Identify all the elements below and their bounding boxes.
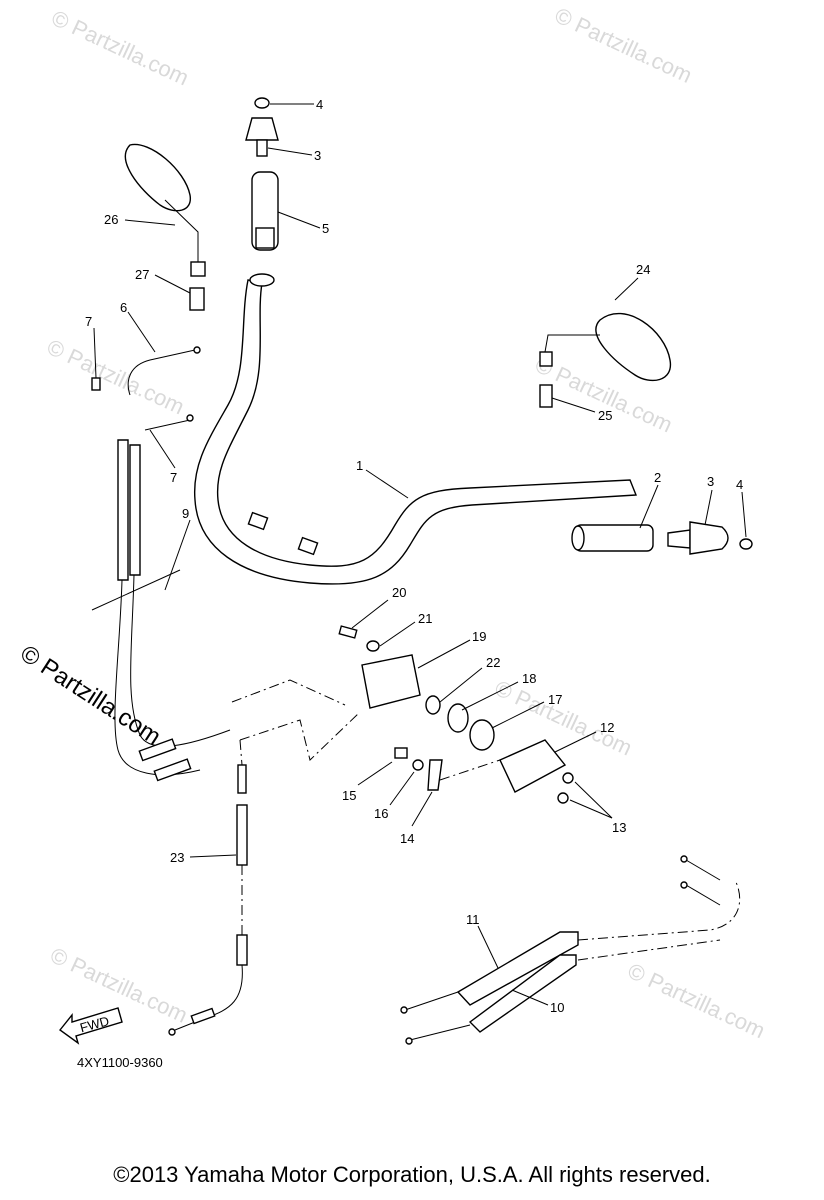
watermark: © Partzilla.com bbox=[551, 3, 696, 88]
callout-8: 7 bbox=[85, 314, 92, 329]
callout-7: 7 bbox=[170, 470, 177, 485]
callout-24: 24 bbox=[636, 262, 650, 277]
left-grip-assembly bbox=[245, 97, 279, 251]
callout-1: 1 bbox=[356, 458, 363, 473]
throttle-cables bbox=[91, 346, 231, 782]
callout-21: 21 bbox=[418, 611, 432, 626]
fwd-label: FWD bbox=[78, 1013, 110, 1035]
throttle-housing bbox=[231, 625, 574, 804]
copyright-notice: ©2013 Yamaha Motor Corporation, U.S.A. A… bbox=[113, 1162, 711, 1187]
callout-25: 25 bbox=[598, 408, 612, 423]
callout-4: 4 bbox=[316, 97, 323, 112]
watermark: © Partzilla.com bbox=[624, 958, 769, 1043]
callout-2: 2 bbox=[654, 470, 661, 485]
callout-15: 15 bbox=[342, 788, 356, 803]
diagram-code: 4XY1100-9360 bbox=[77, 1055, 163, 1070]
callout-19: 19 bbox=[472, 629, 486, 644]
right-mirror bbox=[539, 313, 672, 408]
callout-18: 18 bbox=[522, 671, 536, 686]
callout-12: 12 bbox=[600, 720, 614, 735]
left-mirror bbox=[124, 143, 206, 311]
callout-10: 10 bbox=[550, 1000, 564, 1015]
callout-9: 9 bbox=[182, 506, 189, 521]
callout-20: 20 bbox=[392, 585, 406, 600]
callout-13: 13 bbox=[612, 820, 626, 835]
right-grip-assembly bbox=[571, 521, 753, 555]
watermark: © Partzilla.com bbox=[43, 334, 188, 419]
callout-22: 22 bbox=[486, 655, 500, 670]
callout-11: 11 bbox=[466, 912, 480, 927]
callout-23: 23 bbox=[170, 850, 184, 865]
watermark: © Partzilla.com bbox=[48, 5, 193, 90]
callout-4-right: 4 bbox=[736, 477, 743, 492]
fwd-arrow-icon: FWD bbox=[58, 1007, 123, 1045]
clutch-cable bbox=[168, 739, 248, 1036]
lower-cables bbox=[400, 855, 741, 1045]
callout-3: 3 bbox=[314, 148, 321, 163]
callout-5: 5 bbox=[322, 221, 329, 236]
callout-27: 27 bbox=[135, 267, 149, 282]
callout-17: 17 bbox=[548, 692, 562, 707]
callout-14: 14 bbox=[400, 831, 414, 846]
handlebar bbox=[193, 273, 638, 585]
callouts: 4 3 5 26 27 7 6 7 9 24 25 1 2 3 4 20 21 … bbox=[77, 97, 747, 1070]
callout-26: 26 bbox=[104, 212, 118, 227]
callout-3-right: 3 bbox=[707, 474, 714, 489]
callout-16: 16 bbox=[374, 806, 388, 821]
callout-6: 6 bbox=[120, 300, 127, 315]
